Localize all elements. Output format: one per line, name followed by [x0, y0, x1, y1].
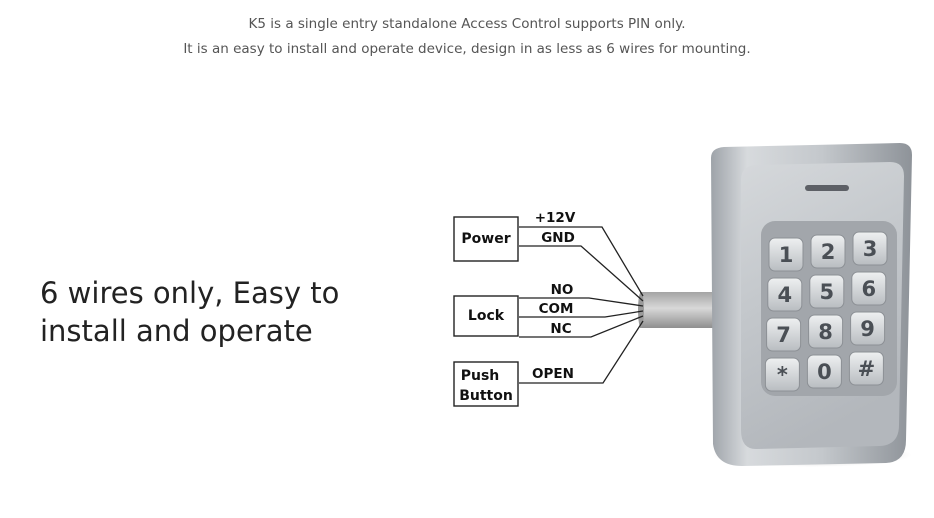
key-label: 2	[821, 240, 836, 264]
key-label: 9	[860, 317, 875, 341]
key-label: 6	[861, 277, 876, 301]
cable	[640, 292, 718, 328]
wire-com	[519, 310, 644, 318]
wire-plus12v	[519, 226, 644, 297]
key-7[interactable]: 7	[766, 317, 802, 352]
intro-line-2: It is an easy to install and operate dev…	[183, 41, 751, 57]
led-window	[805, 185, 849, 191]
push-box-label-1: Push	[461, 368, 500, 384]
keypad-keys: 1 2 3 4 5 6 7 8 9 * 0 #	[764, 231, 888, 392]
wire-label-gnd: GND	[541, 230, 575, 246]
wire-open	[519, 320, 644, 384]
key-2[interactable]: 2	[810, 234, 846, 269]
key-4[interactable]: 4	[767, 277, 803, 312]
wire-nc	[519, 315, 644, 338]
key-3[interactable]: 3	[852, 231, 888, 266]
key-9[interactable]: 9	[850, 311, 886, 346]
wire-no	[519, 297, 644, 307]
wires	[519, 226, 644, 384]
key-label: #	[858, 357, 876, 381]
push-button-box	[453, 361, 519, 407]
key-star[interactable]: *	[764, 357, 800, 392]
intro-line-1: K5 is a single entry standalone Access C…	[248, 16, 686, 32]
key-6[interactable]: 6	[851, 271, 887, 306]
wire-label-open: OPEN	[532, 366, 574, 382]
power-box	[453, 216, 519, 262]
lock-box	[453, 295, 519, 337]
intro-text: K5 is a single entry standalone Access C…	[0, 12, 934, 62]
key-5[interactable]: 5	[809, 274, 845, 309]
key-label: 7	[776, 323, 791, 347]
key-label: 0	[817, 360, 832, 384]
headline: 6 wires only, Easy to install and operat…	[40, 274, 339, 350]
key-hash[interactable]: #	[848, 351, 884, 386]
wire-label-plus12v: +12V	[535, 210, 576, 226]
wire-label-no: NO	[551, 282, 574, 298]
key-label: 3	[863, 237, 878, 261]
key-0[interactable]: 0	[806, 354, 842, 389]
key-label: *	[777, 363, 788, 387]
wire-label-com: COM	[539, 301, 574, 317]
key-label: 8	[818, 320, 833, 344]
key-1[interactable]: 1	[768, 237, 804, 272]
headline-line-2: install and operate	[40, 314, 313, 348]
keypad-device: 1 2 3 4 5 6 7 8 9 * 0 #	[711, 143, 912, 467]
push-box-label-2: Button	[459, 388, 513, 404]
wire-gnd	[519, 245, 644, 302]
key-label: 1	[779, 243, 794, 267]
key-8[interactable]: 8	[808, 314, 844, 349]
lock-box-label: Lock	[468, 308, 505, 324]
key-label: 4	[777, 283, 792, 307]
power-box-label: Power	[461, 231, 510, 247]
headline-line-1: 6 wires only, Easy to	[40, 276, 340, 310]
wire-label-nc: NC	[550, 321, 571, 337]
key-label: 5	[819, 280, 834, 304]
